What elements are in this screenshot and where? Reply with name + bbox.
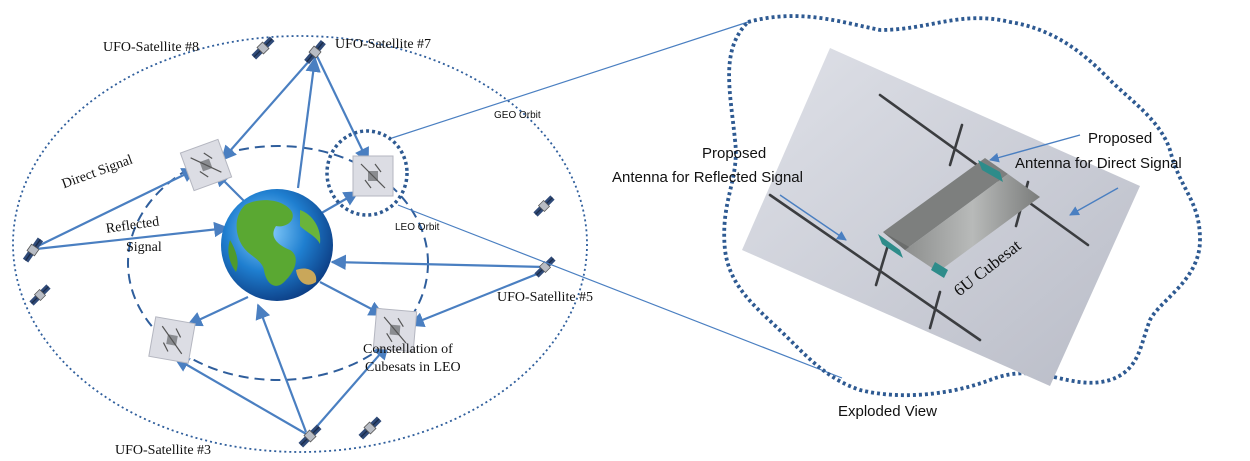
label-sat7: UFO-Satellite #7	[335, 37, 432, 52]
zoom-line-bottom	[397, 204, 843, 379]
label-sat3: UFO-Satellite #3	[115, 443, 212, 458]
signal-arrows	[35, 51, 546, 436]
label-reflected-antenna-2: Antenna for Reflected Signal	[612, 169, 803, 186]
zoom-line-top	[391, 21, 749, 139]
globe-icon	[221, 189, 333, 301]
label-constellation-1: Constellation of	[363, 342, 453, 357]
label-exploded-view: Exploded View	[838, 403, 937, 420]
label-direct-antenna-1: Proposed	[1088, 130, 1153, 147]
label-direct-antenna-2: Antenna for Direct Signal	[1015, 155, 1182, 172]
label-sat8: UFO-Satellite #8	[103, 40, 200, 55]
label-geo-orbit: GEO Orbit	[494, 110, 541, 121]
label-leo-orbit: LEO Orbit	[395, 222, 440, 233]
callout-arrows	[779, 134, 1119, 241]
cubesat-body	[878, 158, 1040, 278]
label-constellation-2: Cubesats in LEO	[365, 360, 461, 375]
zoom-circle	[325, 129, 409, 217]
label-sat5: UFO-Satellite #5	[497, 290, 594, 305]
exploded-view-outline	[722, 14, 1202, 398]
leo-orbit-path	[127, 145, 429, 381]
geo-orbit-path	[12, 35, 588, 453]
label-reflected-antenna-1: Proposed	[702, 145, 767, 162]
label-reflected-signal-2: Signal	[126, 240, 162, 255]
